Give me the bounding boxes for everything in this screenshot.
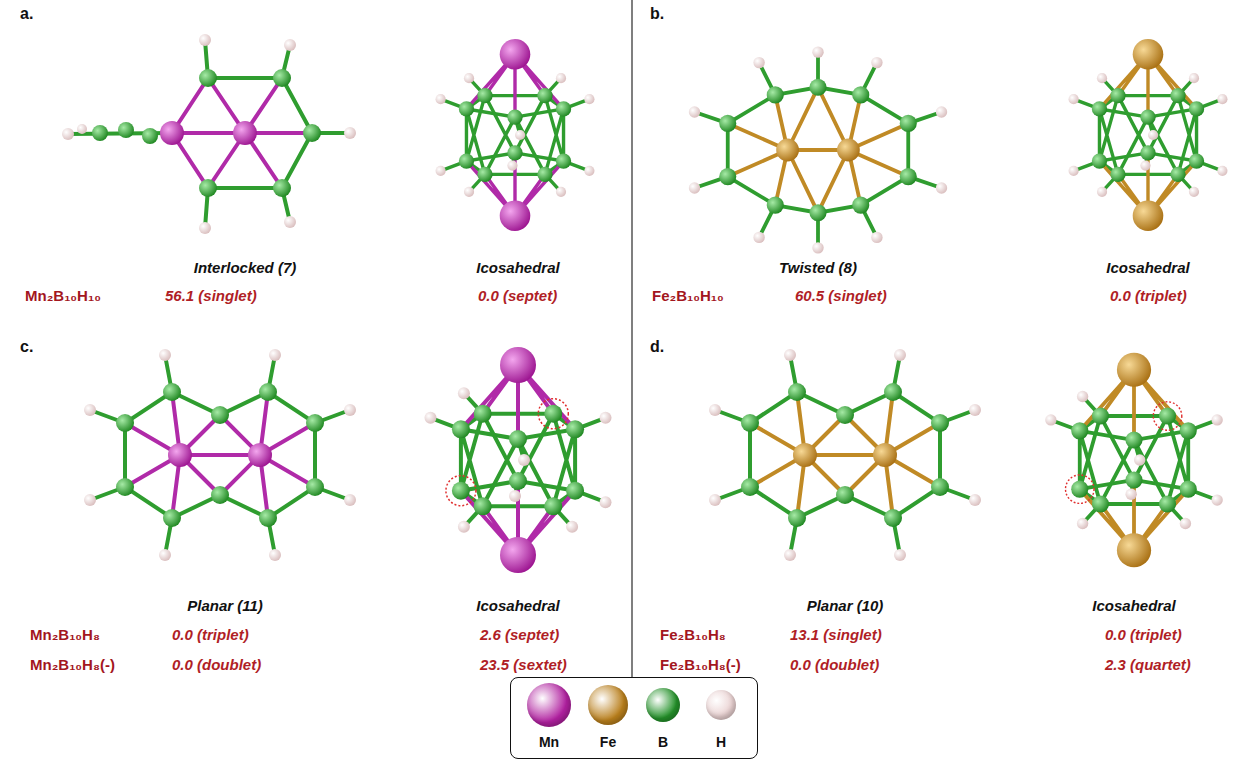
molecule-part (273, 179, 291, 197)
molecule-part (233, 121, 257, 145)
atom-swatch (588, 685, 628, 725)
interlocked-molecule (62, 34, 356, 234)
panel-letter: d. (650, 338, 664, 356)
structure-name: Planar (11) (187, 597, 263, 615)
molecule-part (303, 124, 321, 142)
molecule-part (436, 73, 595, 197)
molecule-part (284, 39, 296, 51)
molecule-part (446, 399, 568, 506)
formula-label: Mn₂B₁₀H₈ (30, 626, 100, 644)
structure-name: Icosahedral (1106, 259, 1189, 277)
formula-label: Fe₂B₁₀H₈(-) (660, 656, 741, 674)
structure-name: Planar (10) (807, 597, 884, 615)
structure-name: Twisted (8) (779, 259, 857, 277)
molecule-part (709, 349, 981, 561)
energy-value: 13.1 (singlet) (790, 626, 882, 644)
icosahedral-molecule (1045, 353, 1223, 568)
atom-swatch (706, 690, 736, 720)
planar-molecule (709, 349, 981, 561)
energy-value: 0.0 (triplet) (172, 626, 249, 644)
molecule-part (77, 124, 87, 134)
molecule-part (284, 216, 296, 228)
molecule-part (1066, 402, 1182, 504)
formula-label: Mn₂B₁₀H₈(-) (30, 656, 115, 674)
energy-value: 0.0 (triplet) (1105, 626, 1182, 644)
molecule-part (142, 128, 158, 144)
molecule-part (273, 69, 291, 87)
legend-label: B (658, 734, 668, 750)
formula-label: Mn₂B₁₀H₁₀ (25, 287, 101, 305)
molecule-part (172, 78, 312, 188)
molecule-part (92, 69, 321, 197)
molecule-part (1069, 73, 1228, 197)
molecule-part (62, 128, 74, 140)
structure-name: Icosahedral (476, 597, 559, 615)
energy-value: 23.5 (sextet) (480, 656, 567, 674)
twisted-molecule (689, 46, 947, 253)
formula-label: Fe₂B₁₀H₈ (660, 626, 726, 644)
molecule-part (199, 222, 211, 234)
structure-name: Interlocked (7) (194, 259, 297, 277)
molecule-part (1069, 73, 1200, 176)
legend-label: Fe (600, 734, 616, 750)
panel-letter: b. (650, 5, 664, 23)
energy-value: 56.1 (singlet) (165, 287, 257, 305)
legend-box: Mn Fe B H (510, 677, 758, 759)
panel-letter: a. (20, 5, 33, 23)
molecule-part (344, 127, 356, 139)
molecule-part (425, 387, 612, 533)
energy-value: 60.5 (singlet) (795, 287, 887, 305)
icosahedral-molecule (1069, 39, 1228, 231)
structure-name: Icosahedral (1092, 597, 1175, 615)
molecule-part (689, 46, 947, 253)
energy-value: 2.6 (septet) (480, 626, 559, 644)
molecule-part (84, 349, 356, 561)
molecule-part (160, 121, 184, 145)
energy-value: 0.0 (triplet) (1110, 287, 1187, 305)
atom-swatch (527, 683, 571, 727)
energy-value: 0.0 (septet) (478, 287, 557, 305)
molecule-part (92, 125, 108, 141)
energy-value: 0.0 (doublet) (790, 656, 879, 674)
molecule-part (1045, 391, 1223, 529)
panel-divider (631, 0, 633, 690)
structure-name: Icosahedral (476, 259, 559, 277)
molecule-part (436, 73, 567, 176)
planar-molecule (84, 349, 356, 561)
icosahedral-molecule (436, 39, 595, 231)
molecule-part (199, 179, 217, 197)
atom-swatch (646, 688, 680, 722)
icosahedral-molecule (425, 347, 612, 573)
molecule-part (199, 34, 211, 46)
molecule-part (199, 69, 217, 87)
panel-letter: c. (20, 338, 33, 356)
legend-label: Mn (539, 734, 559, 750)
molecule-part (118, 122, 134, 138)
molecule-part (62, 34, 356, 234)
formula-label: Fe₂B₁₀H₁₀ (652, 287, 724, 305)
molecule-part (68, 78, 312, 188)
energy-value: 0.0 (doublet) (172, 656, 261, 674)
legend-label: H (716, 734, 726, 750)
energy-value: 2.3 (quartet) (1105, 656, 1191, 674)
